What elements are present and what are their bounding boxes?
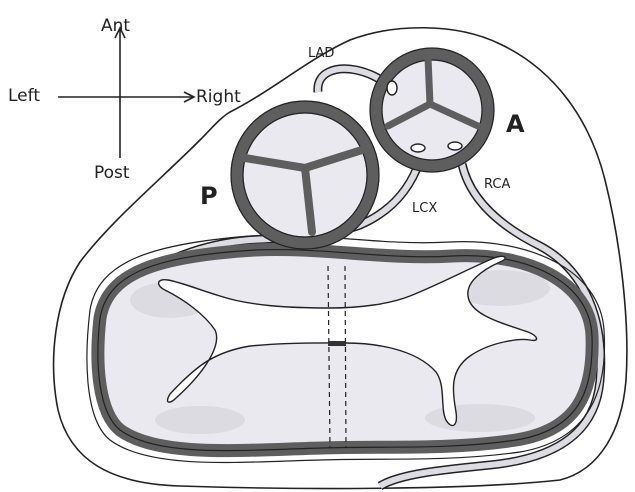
label-rca: RCA <box>484 177 510 192</box>
coronary-ostium-left <box>387 81 397 95</box>
label-right: Right <box>196 87 241 107</box>
label-posterior: Post <box>94 163 130 183</box>
label-left: Left <box>8 86 40 106</box>
orientation-compass <box>58 28 194 158</box>
coronary-ostium-posterior <box>411 144 425 152</box>
label-lcx: LCX <box>412 201 437 216</box>
coronary-ostium-right <box>448 142 462 150</box>
aortic-valve <box>370 48 494 172</box>
label-aortic-valve: A <box>506 110 525 138</box>
label-pulmonary-valve: P <box>200 182 218 210</box>
septal-marker <box>328 341 346 346</box>
label-anterior: Ant <box>101 16 130 36</box>
pulmonary-valve <box>231 101 379 249</box>
label-lad: LAD <box>308 46 334 61</box>
